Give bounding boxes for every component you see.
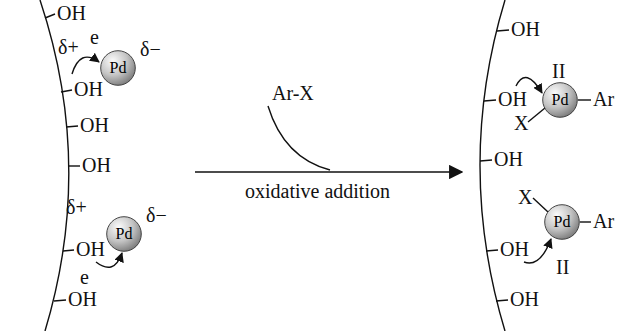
ligand-label: Ar <box>593 88 614 110</box>
reaction-label: oxidative addition <box>245 180 390 202</box>
ligand-label: Ar <box>593 210 614 232</box>
element-symbol: Pd <box>544 213 580 231</box>
pd-bonds <box>528 100 591 222</box>
reagent-arrow <box>268 106 330 170</box>
pd-particle: Pd <box>106 216 142 252</box>
charge-label: δ+ <box>58 36 79 58</box>
charge-label: δ+ <box>66 196 87 218</box>
electron-arrows <box>72 57 551 267</box>
pd-particle: Pd <box>542 82 578 118</box>
hydroxyl-group: OH <box>500 238 529 260</box>
charge-label: e <box>80 266 89 288</box>
ligand-label: X <box>518 186 532 208</box>
hydroxyl-group: OH <box>57 2 86 24</box>
hydroxyl-group: OH <box>510 288 539 310</box>
element-symbol: Pd <box>106 225 142 243</box>
ligand-label: II <box>556 256 569 278</box>
oh-bonds <box>45 14 509 301</box>
charge-label: δ− <box>146 204 167 226</box>
hydroxyl-group: OH <box>74 78 103 100</box>
hydroxyl-group: OH <box>511 18 540 40</box>
hydroxyl-group: OH <box>68 288 97 310</box>
ligand-label: X <box>514 112 528 134</box>
element-symbol: Pd <box>100 59 136 77</box>
reaction-arrow <box>195 171 462 173</box>
hydroxyl-group: OH <box>80 114 109 136</box>
charge-label: e <box>90 26 99 48</box>
hydroxyl-group: OH <box>498 88 527 110</box>
ligand-label: II <box>552 60 565 82</box>
hydroxyl-group: OH <box>76 238 105 260</box>
reagent-label: Ar-X <box>272 82 314 104</box>
hydroxyl-group: OH <box>494 148 523 170</box>
charge-label: δ− <box>140 38 161 60</box>
pd-particle: Pd <box>544 204 580 240</box>
hydroxyl-group: OH <box>82 154 111 176</box>
pd-particle: Pd <box>100 50 136 86</box>
element-symbol: Pd <box>542 91 578 109</box>
